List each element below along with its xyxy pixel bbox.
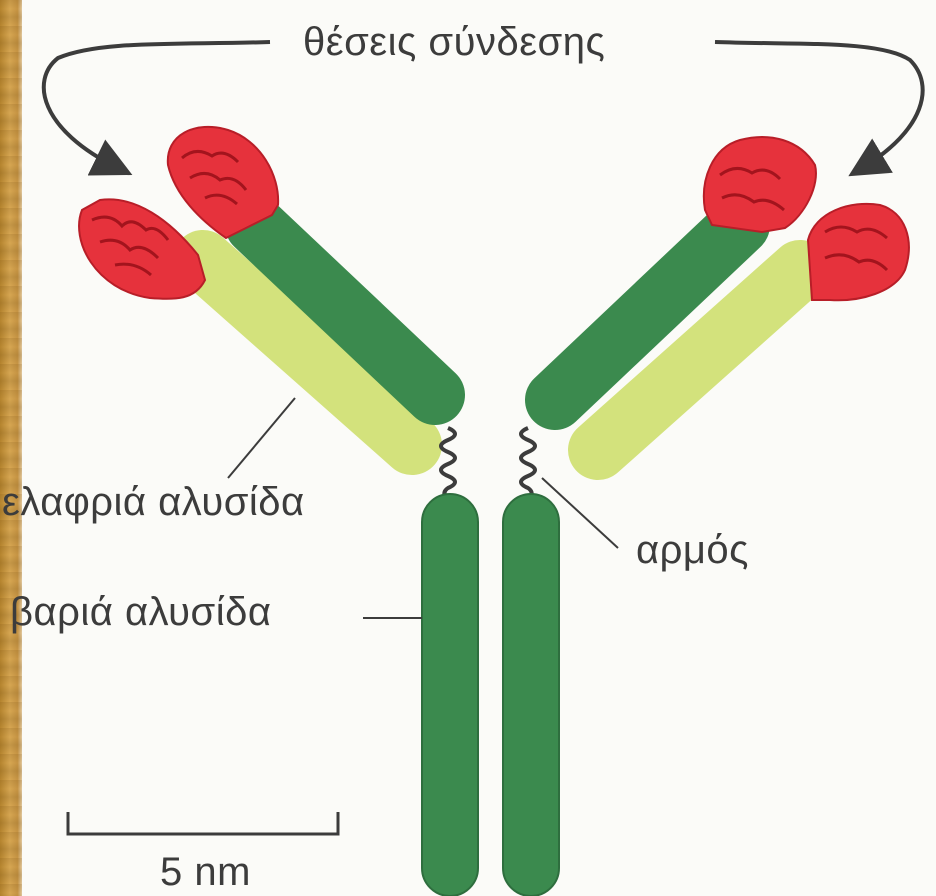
light-chain-label: ελαφριά αλυσίδα	[2, 482, 305, 522]
hinge-coil-right	[521, 428, 535, 498]
left-light-variable-region	[79, 199, 205, 298]
scale-bar	[68, 812, 338, 834]
right-light-variable-region	[808, 204, 909, 300]
right-heavy-variable-region	[704, 137, 816, 232]
hinge-label: αρμός	[636, 530, 749, 570]
binding-sites-label: θέσεις σύνδεσης	[303, 22, 605, 62]
right-heavy-stem	[503, 494, 559, 896]
left-heavy-stem	[422, 494, 478, 896]
hinge-coil-left	[441, 428, 455, 498]
scale-label: 5 nm	[160, 852, 251, 892]
light-chain-leader	[228, 398, 295, 478]
heavy-chain-label: βαριά αλυσίδα	[10, 592, 272, 632]
